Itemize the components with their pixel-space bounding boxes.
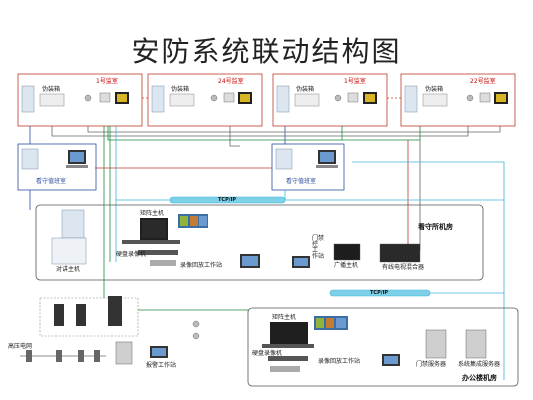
matrix-host-label: 矩阵主机 bbox=[140, 210, 165, 217]
playback-station-label: 录像回放工作站 bbox=[180, 262, 223, 269]
broadcast-host-label: 广播主机 bbox=[334, 262, 359, 269]
prison-room-22-box bbox=[400, 73, 516, 127]
camouflage-box-label: 伪装箱 bbox=[296, 86, 315, 93]
duty-room-boxes bbox=[17, 143, 345, 191]
diagram-title: 安防系统联动结构图 bbox=[131, 35, 402, 68]
wiring bbox=[29, 126, 505, 380]
prison-room-label: 1号监室 bbox=[96, 78, 118, 85]
prison-room-24-box bbox=[147, 73, 263, 127]
office-room-box bbox=[247, 307, 519, 387]
duty-room-label: 看守值班室 bbox=[36, 178, 67, 185]
duty-room-label: 看守值班室 bbox=[286, 178, 317, 185]
office-room-title: 办公楼机房 bbox=[462, 374, 497, 382]
door-server-label: 门禁服务器 bbox=[416, 361, 447, 368]
dvr-label: 硬盘录像机 bbox=[116, 251, 147, 258]
machine-room-equipment bbox=[51, 209, 421, 268]
camouflage-box-label: 伪装箱 bbox=[425, 86, 444, 93]
integration-server-label: 系统集成服务器 bbox=[458, 361, 501, 368]
prison-room-label: 1号监室 bbox=[344, 78, 366, 85]
catv-mixer-label: 有线电视混合器 bbox=[382, 264, 425, 271]
tcpip-label: TCP/IP bbox=[370, 290, 389, 296]
prison-room-1-box bbox=[17, 73, 143, 127]
prison-room-label: 22号监室 bbox=[470, 78, 496, 85]
hv-grid-label: 高压电网 bbox=[8, 343, 33, 350]
machine-room-box bbox=[35, 204, 484, 281]
door-control-station-label: 门禁 控 工 作站 bbox=[312, 235, 325, 260]
office-room-equipment bbox=[262, 316, 487, 372]
duty-room-equipment bbox=[21, 148, 338, 170]
prison-room-label: 24号监室 bbox=[218, 78, 244, 85]
duty-room-2-box bbox=[271, 143, 345, 191]
alarm-area bbox=[20, 262, 248, 365]
camouflage-box-label: 伪装箱 bbox=[171, 86, 190, 93]
intercom-host-label: 对讲主机 bbox=[56, 266, 81, 273]
tcpip-label: TCP/IP bbox=[218, 197, 237, 203]
playback-station-label: 录像回放工作站 bbox=[318, 358, 361, 365]
prison-room-boxes bbox=[17, 73, 516, 127]
room-equipment bbox=[21, 85, 508, 113]
machine-room-title: 看守所机房 bbox=[418, 223, 453, 231]
camouflage-box-label: 伪装箱 bbox=[42, 86, 61, 93]
matrix-host-label: 矩阵主机 bbox=[272, 314, 297, 321]
duty-room-1-box bbox=[17, 143, 97, 191]
dvr-label: 硬盘录像机 bbox=[252, 350, 283, 357]
alarm-station-label: 报警工作站 bbox=[146, 362, 177, 369]
prison-room-1b-box bbox=[272, 73, 388, 127]
